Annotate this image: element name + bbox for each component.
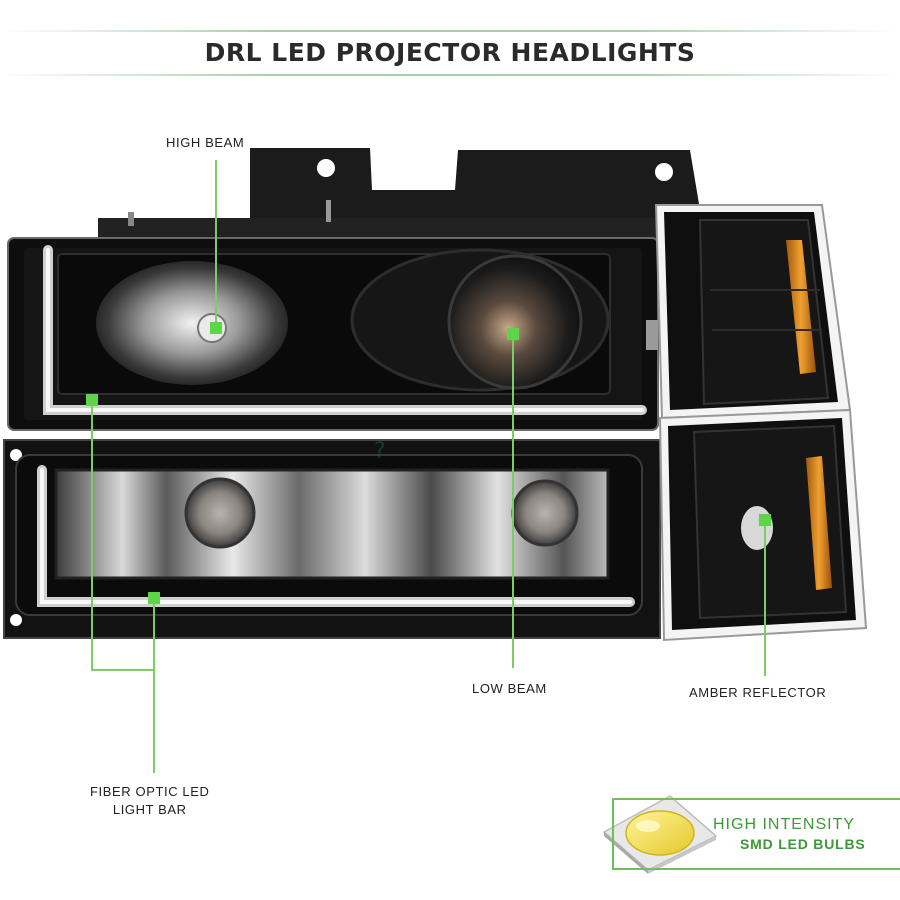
badge-line2: SMD LED BULBS xyxy=(740,836,866,852)
title-rule-bottom xyxy=(0,74,900,76)
upper-corner-lamp xyxy=(654,204,852,420)
smd-led-badge: HIGH INTENSITY SMD LED BULBS xyxy=(612,798,900,870)
amber-reflector-marker xyxy=(759,514,771,526)
upper-headlight xyxy=(7,237,659,431)
svg-text:?: ? xyxy=(374,439,386,464)
low-beam-marker xyxy=(507,328,519,340)
fiber-optic-marker-lower xyxy=(148,592,160,604)
smd-led-chip-icon xyxy=(602,795,718,874)
page-title: DRL LED PROJECTOR HEADLIGHTS xyxy=(204,38,696,67)
title-rule-top xyxy=(0,30,900,32)
high-beam-marker xyxy=(210,322,222,334)
mounting-bracket xyxy=(98,148,700,240)
bumper-light: ? xyxy=(3,439,661,639)
fiber-optic-label: FIBER OPTIC LED LIGHT BAR xyxy=(90,783,210,819)
title-band: DRL LED PROJECTOR HEADLIGHTS xyxy=(0,30,900,76)
fiber-optic-label-line1: FIBER OPTIC LED xyxy=(90,784,210,799)
fiber-optic-label-line2: LIGHT BAR xyxy=(112,802,187,817)
badge-line1: HIGH INTENSITY xyxy=(713,816,856,833)
callout-markers xyxy=(86,322,771,604)
low-beam-label: LOW BEAM xyxy=(472,681,547,696)
callout-lines xyxy=(91,160,766,773)
amber-reflector-label: AMBER REFLECTOR xyxy=(689,685,827,700)
fiber-optic-marker-upper xyxy=(86,394,98,406)
badge-frame xyxy=(612,798,900,870)
high-beam-label: HIGH BEAM xyxy=(166,135,245,150)
